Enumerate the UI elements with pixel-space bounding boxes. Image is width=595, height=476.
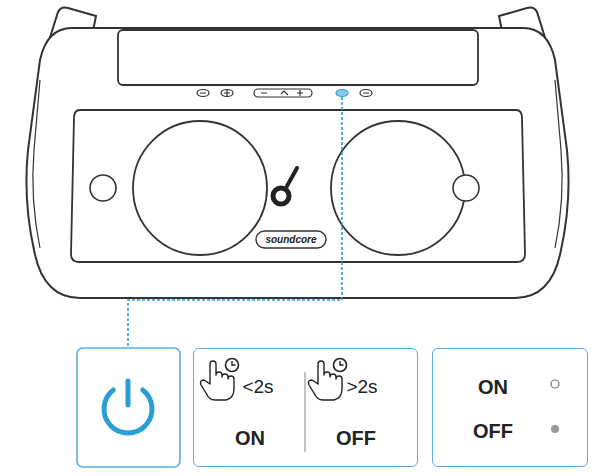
divider <box>304 372 305 452</box>
clock-icon <box>226 359 239 372</box>
right-driver <box>331 121 465 255</box>
state-label: ON <box>235 427 265 449</box>
instruction-box: <2sON >2sOFF <box>193 348 418 467</box>
left-driver <box>133 121 267 255</box>
top-panel <box>118 30 478 85</box>
logo-badge <box>256 231 326 248</box>
led-on-dot <box>551 425 559 433</box>
state-label: OFF <box>473 420 513 442</box>
logo-mark <box>273 188 289 204</box>
clock-icon <box>334 359 347 372</box>
led-off-dot <box>551 380 559 388</box>
duration-label: >2s <box>346 377 377 398</box>
state-label: OFF <box>336 427 376 449</box>
leader-line <box>128 97 342 348</box>
state-label: ON <box>478 376 508 398</box>
speaker-body <box>26 28 568 298</box>
brand-label: soundcore <box>265 234 316 245</box>
instruction-box: ON OFF <box>432 348 588 467</box>
front-panel <box>71 110 525 262</box>
power-box <box>77 348 180 467</box>
duration-label: <2s <box>242 377 273 398</box>
